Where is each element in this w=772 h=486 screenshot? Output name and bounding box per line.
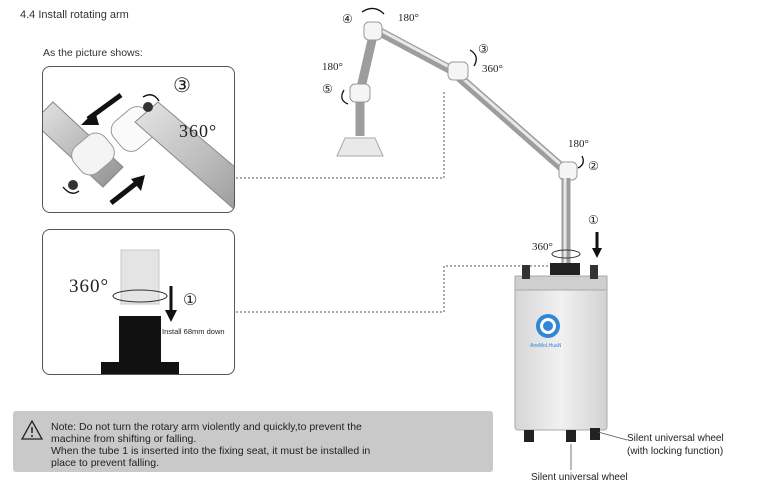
insertion-detail-panel: 360° ① Install 68mm down bbox=[42, 229, 235, 375]
joint1-marker: ① bbox=[588, 213, 599, 227]
joint2-marker: ② bbox=[588, 159, 599, 173]
joint3-angle: 360° bbox=[482, 63, 503, 75]
note-line-1: Note: Do not turn the rotary arm violent… bbox=[51, 421, 362, 433]
locking-wheel-sublabel: (with locking function) bbox=[627, 446, 724, 457]
note-line-4: place to prevent falling. bbox=[51, 457, 159, 469]
plain-wheel-label: Silent universal wheel bbox=[531, 472, 628, 483]
joint5-angle: 180° bbox=[322, 61, 343, 73]
note-line-2: machine from shifting or falling. bbox=[51, 433, 197, 445]
device-brand: AneMoLHuaN bbox=[530, 343, 562, 349]
install-depth-label: Install 68mm down bbox=[162, 327, 225, 336]
panel-insert-angle: 360° bbox=[69, 276, 110, 297]
joint-detail-panel: ③ 360° bbox=[42, 66, 235, 213]
subtitle: As the picture shows: bbox=[43, 47, 143, 59]
note-box: Note: Do not turn the rotary arm violent… bbox=[13, 411, 493, 472]
panel-joint-marker: ③ bbox=[173, 75, 191, 97]
section-title: 4.4 Install rotating arm bbox=[20, 9, 129, 21]
note-line-3: When the tube 1 is inserted into the fix… bbox=[51, 445, 371, 457]
joint4-marker: ④ bbox=[342, 12, 353, 26]
insertion-detail-illustration bbox=[101, 249, 179, 374]
joint4-angle: 180° bbox=[398, 12, 419, 24]
joint5-marker: ⑤ bbox=[322, 82, 333, 96]
note-text: Note: Do not turn the rotary arm violent… bbox=[51, 421, 483, 469]
joint-detail-illustration bbox=[43, 92, 234, 210]
locking-wheel-label: Silent universal wheel bbox=[627, 433, 724, 444]
joint3-marker: ③ bbox=[478, 42, 489, 56]
panel-insert-marker: ① bbox=[183, 292, 198, 309]
panel-joint-angle: 360° bbox=[179, 121, 218, 141]
joint1-angle: 360° bbox=[532, 241, 553, 253]
warning-icon bbox=[21, 420, 43, 440]
joint2-angle: 180° bbox=[568, 138, 589, 150]
